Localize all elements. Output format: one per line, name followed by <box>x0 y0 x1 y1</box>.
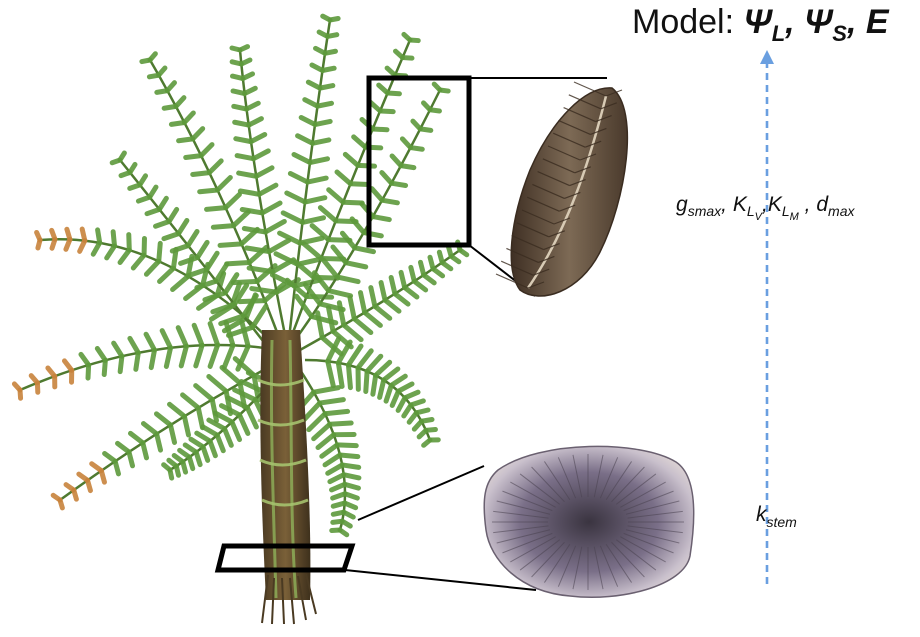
model-prefix: Model: <box>632 3 734 41</box>
leaf-parameters: gsmax, KLV,KLM , dmax <box>676 192 854 218</box>
model-title: Model: ΨL, ΨS, E <box>632 2 889 42</box>
kstem-sub: stem <box>767 514 797 530</box>
psi-stem-sub: S <box>832 21 847 46</box>
psi-stem-symbol: Ψ <box>804 3 832 41</box>
tree-fern-trunk <box>258 330 310 600</box>
klm-symbol: K <box>768 193 782 216</box>
psi-leaf-symbol: Ψ <box>744 3 772 41</box>
stem-connector-bottom <box>345 570 536 590</box>
g-sub: smax <box>688 203 721 219</box>
d-symbol: d <box>816 193 828 216</box>
g-symbol: g <box>676 193 688 216</box>
transpiration-symbol: E <box>866 3 889 41</box>
param-separator-1: , <box>721 193 727 216</box>
tree-fern-fronds <box>14 16 466 535</box>
psi-leaf-sub: L <box>772 21 785 46</box>
fossil-stem-section <box>484 446 694 597</box>
klv-symbol: K <box>733 193 747 216</box>
stem-connector-top <box>358 466 484 520</box>
d-sub: max <box>828 203 854 219</box>
fossil-frond <box>496 82 627 296</box>
stem-parameter: kstem <box>756 502 797 528</box>
klm-sub: L <box>782 203 790 219</box>
param-separator-3: , <box>805 193 811 216</box>
klm-subsub: M <box>790 211 799 223</box>
kstem-symbol: k <box>756 503 767 526</box>
model-separator-1: , <box>785 3 794 41</box>
klv-sub: L <box>747 203 755 219</box>
model-separator-2: , <box>847 3 856 41</box>
klv-subsub: V <box>755 211 762 223</box>
